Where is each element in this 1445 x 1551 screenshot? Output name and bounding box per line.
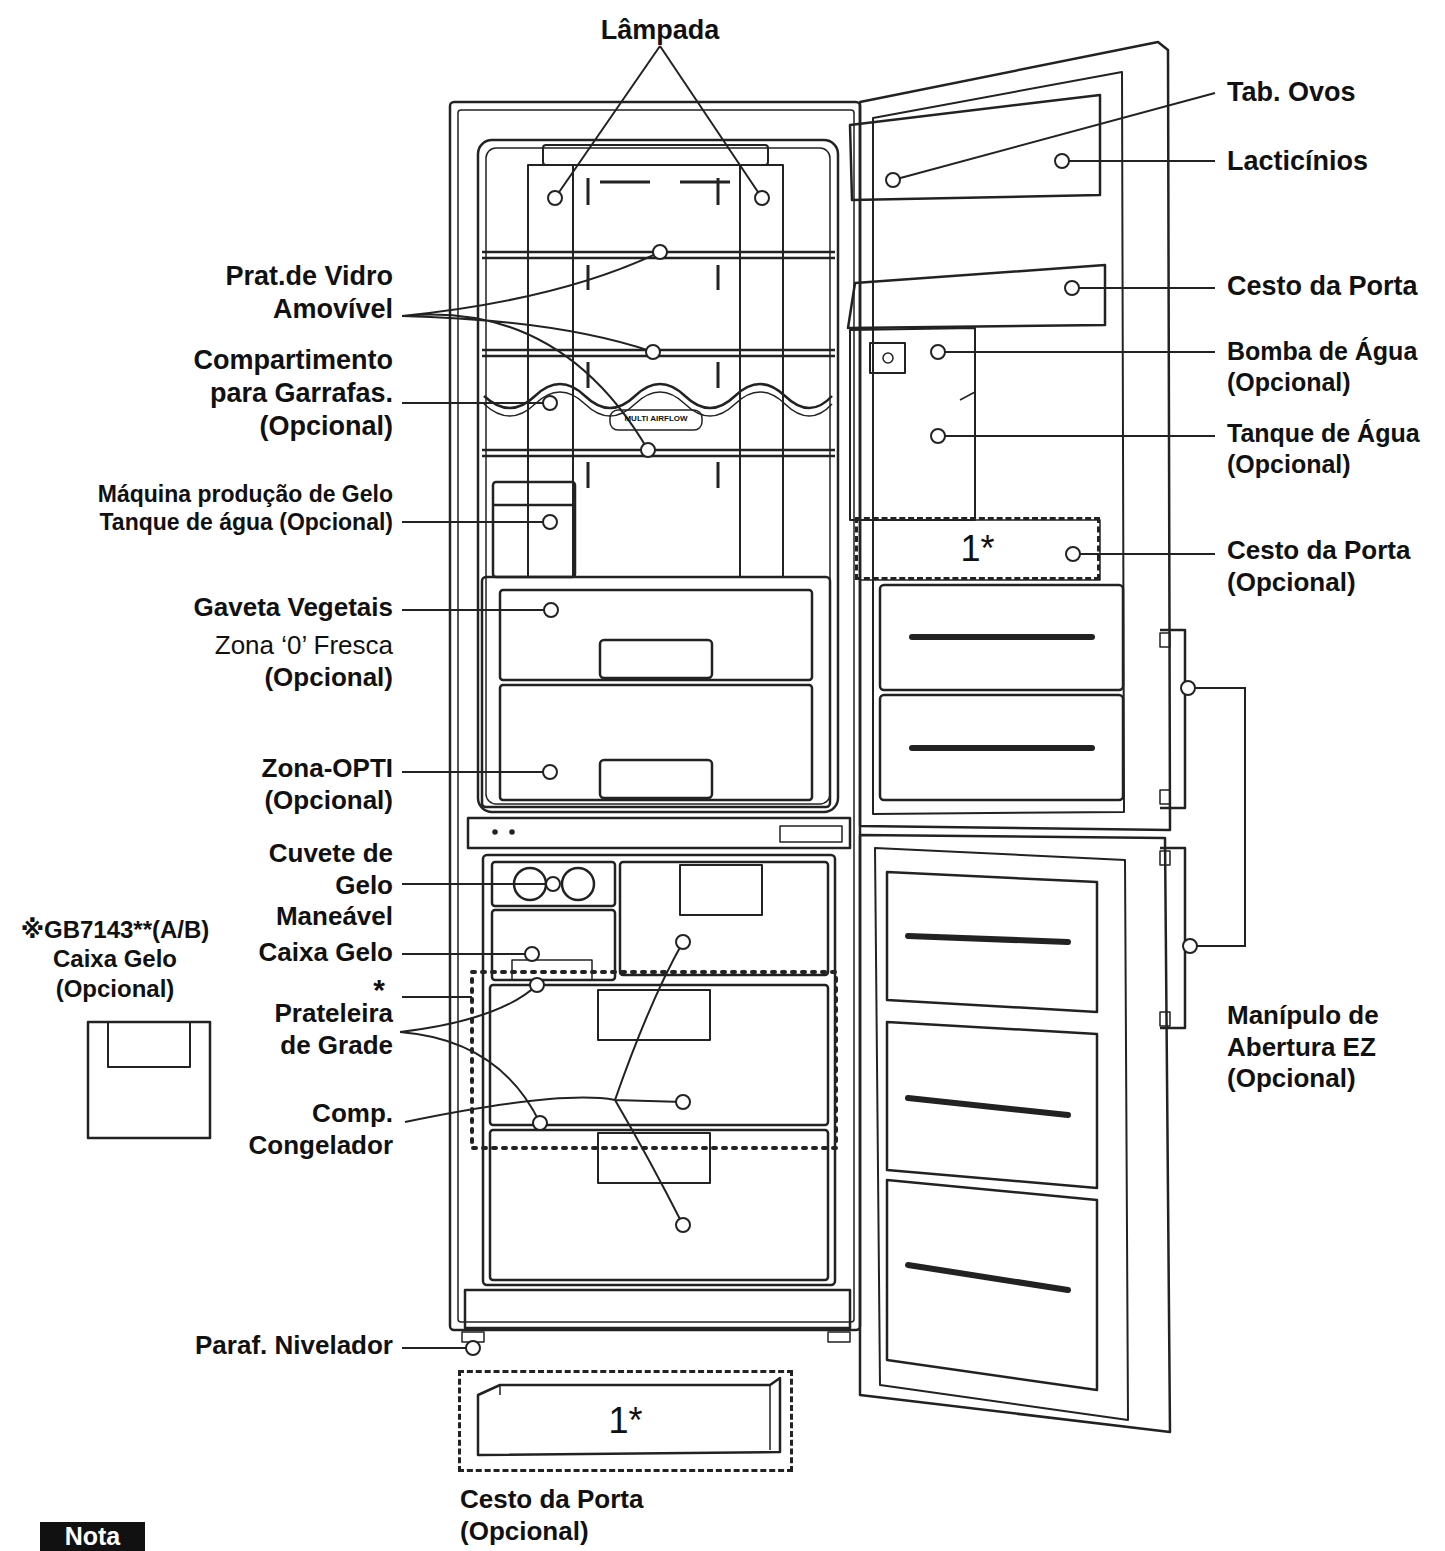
part-label: Cesto da Porta (Opcional) xyxy=(460,1484,675,1547)
part-label: Prat.de Vidro Amovível xyxy=(188,260,393,326)
callout-number: 1* xyxy=(608,1403,642,1439)
part-label: Manípulo de Abertura EZ (Opcional) xyxy=(1227,1000,1432,1095)
part-label: Zona ‘0’ Fresca xyxy=(133,630,393,662)
part-label: Lacticínios xyxy=(1227,145,1442,178)
optional-part-box: 1* xyxy=(458,1370,793,1472)
optional-part-box: 1* xyxy=(855,517,1100,580)
note-tag: Nota xyxy=(40,1522,145,1551)
part-label: Bomba de Água (Opcional) xyxy=(1227,336,1442,397)
part-label: Lâmpada xyxy=(560,14,760,47)
part-label: ※GB7143**(A/B) Caixa Gelo (Opcional) xyxy=(0,915,230,1003)
part-label: Paraf. Nivelador xyxy=(133,1330,393,1362)
part-label: Cuvete de Gelo Maneável xyxy=(243,838,393,933)
part-label: Gaveta Vegetais xyxy=(133,592,393,624)
part-label: Prateleira de Grade xyxy=(248,998,393,1061)
callout-number: 1* xyxy=(960,531,994,567)
part-label: (Opcional) xyxy=(193,662,393,694)
part-label: Tab. Ovos xyxy=(1227,76,1442,109)
part-label: Compartimento para Garrafas. (Opcional) xyxy=(153,344,393,443)
part-label: Máquina produção de Gelo Tanque de água … xyxy=(48,480,393,536)
part-label: Tanque de Água (Opcional) xyxy=(1227,418,1442,479)
part-label: Cesto da Porta xyxy=(1227,270,1442,303)
note-label: Nota xyxy=(65,1524,121,1549)
part-label: Cesto da Porta (Opcional) xyxy=(1227,535,1442,598)
part-label: Caixa Gelo xyxy=(193,937,393,969)
brand-text: MULTI AIRFLOW xyxy=(611,414,701,424)
part-label: Zona-OPTI (Opcional) xyxy=(223,753,393,816)
part-label: Comp. Congelador xyxy=(233,1098,393,1161)
